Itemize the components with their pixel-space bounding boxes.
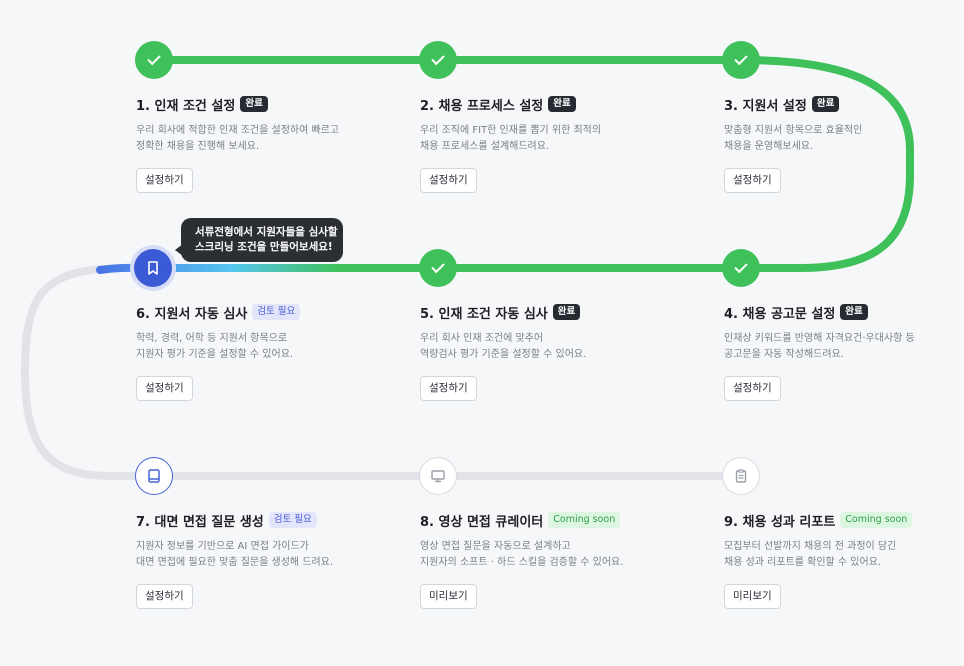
track-completed (150, 56, 914, 272)
step-title: 2. 채용 프로세스 설정 (420, 98, 544, 114)
step-title: 8. 영상 면접 큐레이터 (420, 514, 544, 530)
step-title: 5. 인재 조건 자동 심사 (420, 306, 548, 322)
step8-monitor-icon (419, 457, 457, 495)
status-badge: 완료 (840, 304, 868, 320)
setup-button[interactable]: 설정하기 (136, 376, 193, 401)
status-badge: 완료 (552, 304, 581, 320)
step9-clipboard-icon (722, 457, 760, 495)
guide-tooltip: 서류전형에서 지원자들을 심사할 스크리닝 조건을 만들어보세요! (175, 218, 343, 262)
step-title: 4. 채용 공고문 설정 (724, 306, 836, 322)
status-badge: 검토 필요 (252, 304, 301, 320)
setup-button[interactable]: 설정하기 (136, 168, 193, 193)
status-badge: 검토 필요 (268, 512, 317, 528)
step-title: 6. 지원서 자동 심사 (136, 306, 248, 322)
tooltip-line1: 서류전형에서 지원자들을 심사할 (195, 226, 338, 238)
setup-button[interactable]: 설정하기 (420, 376, 477, 401)
track-pending (20, 265, 746, 480)
step-title: 3. 지원서 설정 (724, 98, 807, 114)
tooltip-line2: 스크리닝 조건을 만들어보세요! (195, 241, 333, 253)
preview-button[interactable]: 미리보기 (724, 584, 781, 609)
step3-check-icon (722, 41, 760, 79)
step2-check-icon (419, 41, 457, 79)
status-badge: 완료 (811, 96, 840, 112)
setup-button[interactable]: 설정하기 (724, 168, 781, 193)
setup-button[interactable]: 설정하기 (724, 376, 781, 401)
status-badge: Coming soon (840, 512, 913, 528)
step-title: 7. 대면 면접 질문 생성 (136, 514, 264, 530)
status-badge: 완료 (240, 96, 268, 112)
step7-book-icon (135, 457, 173, 495)
preview-button[interactable]: 미리보기 (420, 584, 477, 609)
setup-button[interactable]: 설정하기 (420, 168, 477, 193)
setup-button[interactable]: 설정하기 (136, 584, 193, 609)
status-badge: 완료 (548, 96, 576, 112)
step1-check-icon (135, 41, 173, 79)
step-title: 9. 채용 성과 리포트 (724, 514, 836, 530)
step6-bookmark-icon (134, 249, 172, 287)
status-badge: Coming soon (548, 512, 621, 528)
step4-check-icon (722, 249, 760, 287)
step-title: 1. 인재 조건 설정 (136, 98, 236, 114)
step5-check-icon (419, 249, 457, 287)
